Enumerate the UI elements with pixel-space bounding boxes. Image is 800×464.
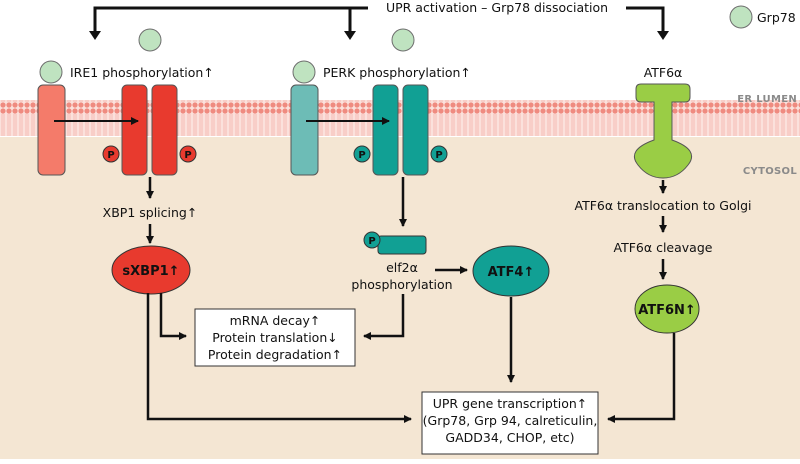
atf4-node (472, 245, 550, 297)
ire1-phospho-left-icon (102, 145, 120, 163)
outcome-title: UPR gene transcription↑ (433, 396, 588, 411)
grp78-legend-icon (729, 5, 753, 29)
arrow-eif2a-to-effects (363, 294, 405, 340)
arrow-atf6n-to-outcome (607, 333, 676, 423)
ire1-label: IRE1 phosphorylation↑ (70, 65, 214, 80)
sxbp1-label: sXBP1↑ (122, 264, 179, 279)
grp78-bound-icon (39, 60, 63, 84)
perk-dimer-right (402, 84, 429, 176)
atf6-cleavage-label: ATF6α cleavage (614, 240, 713, 255)
perk-phospho-left-icon (353, 145, 371, 163)
ire1-phospho-left-label: P (107, 150, 114, 161)
eif2a-phospho-label: P (368, 236, 375, 247)
perk-phospho-right-label: P (435, 150, 442, 161)
effect-protein-degradation: Protein degradation↑ (208, 347, 342, 362)
eif2a-label-line2: phosphorylation (351, 277, 452, 292)
ire1-dimer-right (151, 84, 178, 176)
er-lumen-label: ER LUMEN (737, 94, 797, 105)
atf6-label: ATF6α (644, 65, 683, 80)
ire1-phospho-right-label: P (184, 150, 191, 161)
cytosol-label: CYTOSOL (743, 166, 797, 177)
atf6n-label: ATF6N↑ (638, 303, 696, 318)
header-arrowhead (89, 31, 101, 40)
header-arrowhead (344, 31, 356, 40)
arrow-sxbp1-to-effects (159, 293, 187, 340)
grp78-legend-label: Grp78 (757, 10, 796, 25)
sxbp1-node (111, 245, 191, 295)
grp78-dissociated-icon (391, 28, 415, 52)
grp78-bound-icon (292, 60, 316, 84)
outcome-genes-line1: (Grp78, Grp 94, calreticulin, (423, 413, 598, 428)
perk-dimer-left (372, 84, 399, 176)
ire1-phospho-right-icon (179, 145, 197, 163)
atf6-translocation-label: ATF6α translocation to Golgi (574, 198, 751, 213)
ire1-monomer (37, 84, 66, 176)
atf6-protein (634, 83, 692, 179)
er-membrane (0, 100, 800, 136)
perk-phospho-right-icon (430, 145, 448, 163)
effect-mrna-decay: mRNA decay↑ (230, 313, 321, 328)
eif2a-label-line1: elf2α (386, 260, 418, 275)
atf4-label: ATF4↑ (488, 265, 535, 280)
ire1-dimer-left (121, 84, 148, 176)
effects-box (194, 308, 356, 367)
header-title: UPR activation – Grp78 dissociation (386, 0, 608, 15)
header-connector (93, 6, 665, 33)
grp78-dissociated-icon (138, 28, 162, 52)
atf6n-node (634, 284, 700, 334)
perk-monomer (290, 84, 319, 176)
outcome-genes-line2: GADD34, CHOP, etc) (445, 430, 574, 445)
outcome-box (421, 391, 599, 455)
header-arrowhead (657, 31, 669, 40)
perk-label: PERK phosphorylation↑ (323, 65, 471, 80)
perk-phospho-left-label: P (358, 150, 365, 161)
xbp1-splicing-label: XBP1 splicing↑ (103, 205, 198, 220)
eif2a-phospho-icon (363, 231, 381, 249)
effect-protein-translation: Protein translation↓ (212, 330, 337, 345)
arrow-sxbp1-to-outcome (146, 293, 412, 423)
eif2a-protein (377, 235, 427, 255)
